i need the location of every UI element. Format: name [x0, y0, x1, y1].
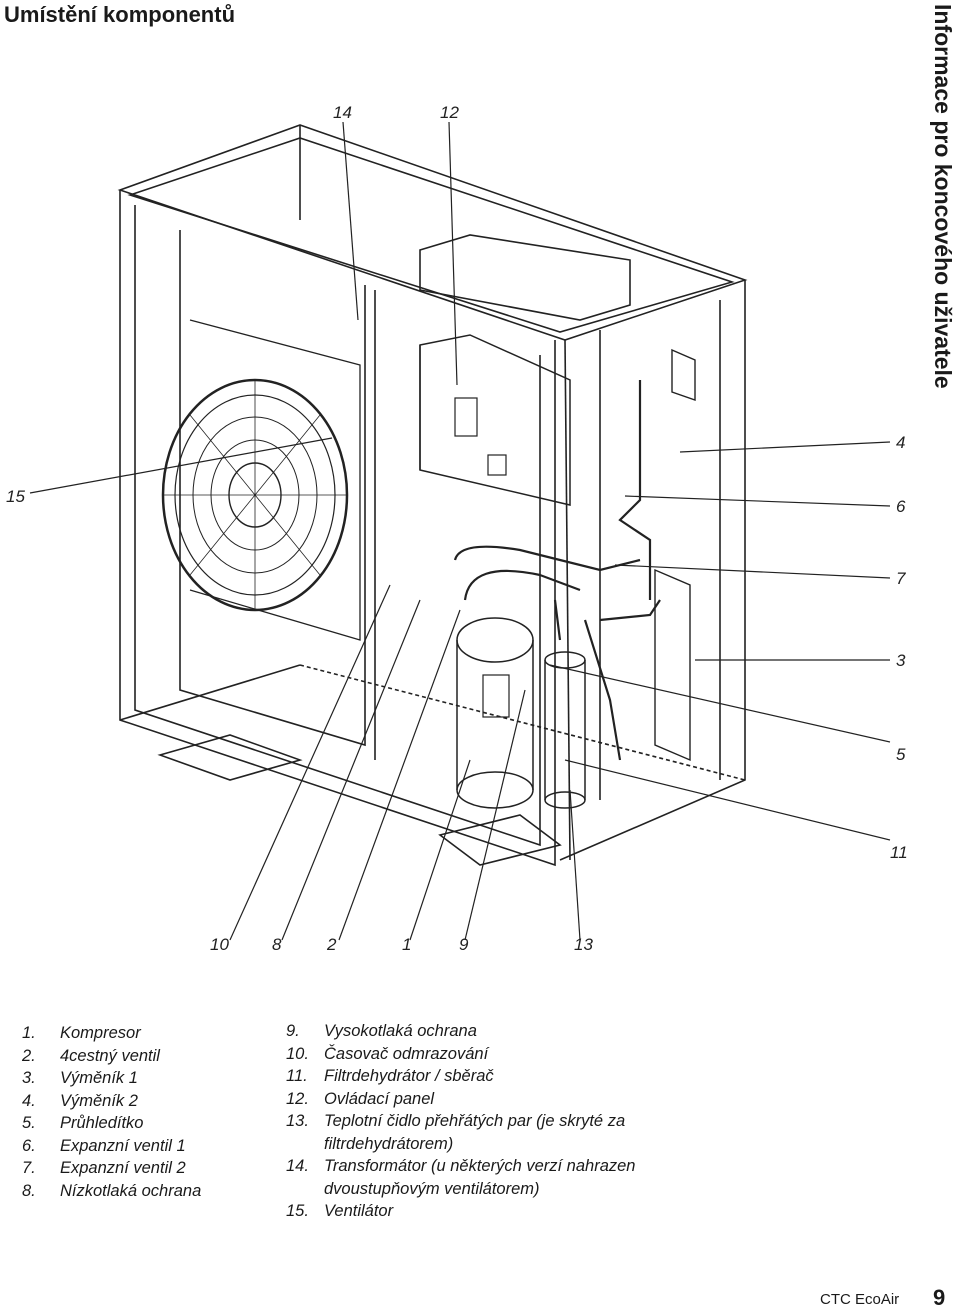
- callout-1: 1: [402, 935, 411, 954]
- callout-8: 8: [272, 935, 282, 954]
- legend-item: 14.Transformátor (u některých verzí nahr…: [286, 1157, 636, 1198]
- page-number: 9: [933, 1285, 946, 1310]
- callout-14: 14: [333, 103, 352, 122]
- legend-item: 13.Teplotní čidlo přehřátých par (je skr…: [286, 1112, 626, 1153]
- heat-exchanger: [654, 348, 696, 762]
- legend-item: 4.Výměník 2: [22, 1091, 138, 1110]
- callout-11: 11: [890, 843, 908, 862]
- filter-receiver: [544, 651, 586, 809]
- footer-brand: CTC EcoAir: [820, 1291, 900, 1308]
- legend-item: 8.Nízkotlaká ochrana: [22, 1181, 202, 1200]
- callout-2: 2: [326, 935, 337, 954]
- page-title: Umístění komponentů: [4, 2, 236, 27]
- callout-9: 9: [459, 935, 469, 954]
- refrigerant-piping: [453, 380, 661, 761]
- legend-item: 5.Průhledítko: [22, 1114, 144, 1132]
- legend-item: 15.Ventilátor: [286, 1202, 394, 1220]
- legend-item: 11.Filtrdehydrátor / sběrač: [286, 1067, 494, 1085]
- callout-leaders: [29, 121, 891, 941]
- callout-5: 5: [896, 745, 906, 764]
- legend-right-column: 9.Vysokotlaká ochrana 10.Časovač odmrazo…: [286, 1020, 706, 1223]
- legend-item: 6.Expanzní ventil 1: [22, 1136, 186, 1155]
- component-diagram: 14 12 15 4 6 7 3 5 11 10 8 2 1 9 13: [6, 103, 908, 954]
- legend-item: 10.Časovač odmrazování: [286, 1044, 489, 1063]
- callout-10: 10: [210, 935, 229, 954]
- legend-item: 12.Ovládací panel: [286, 1089, 435, 1108]
- legend-item: 3.Výměník 1: [22, 1069, 138, 1087]
- callout-6: 6: [896, 497, 906, 516]
- callout-4: 4: [896, 433, 905, 452]
- callout-3: 3: [896, 651, 906, 670]
- fan-assembly: [161, 319, 361, 641]
- control-panel-box: [419, 334, 571, 506]
- legend-item: 2.4cestný ventil: [22, 1046, 160, 1065]
- callout-12: 12: [440, 103, 459, 122]
- callout-7: 7: [896, 569, 906, 588]
- callout-15: 15: [6, 487, 25, 506]
- legend-item: 1.Kompresor: [22, 1024, 141, 1042]
- legend-item: 9.Vysokotlaká ochrana: [286, 1022, 477, 1040]
- legend-left-column: 1.Kompresor 2.4cestný ventil 3.Výměník 1…: [22, 1022, 262, 1202]
- compressor: [456, 617, 534, 809]
- legend-item: 7.Expanzní ventil 2: [22, 1159, 186, 1177]
- callout-labels: 14 12 15 4 6 7 3 5 11 10 8 2 1 9 13: [6, 103, 908, 954]
- callout-13: 13: [574, 935, 593, 954]
